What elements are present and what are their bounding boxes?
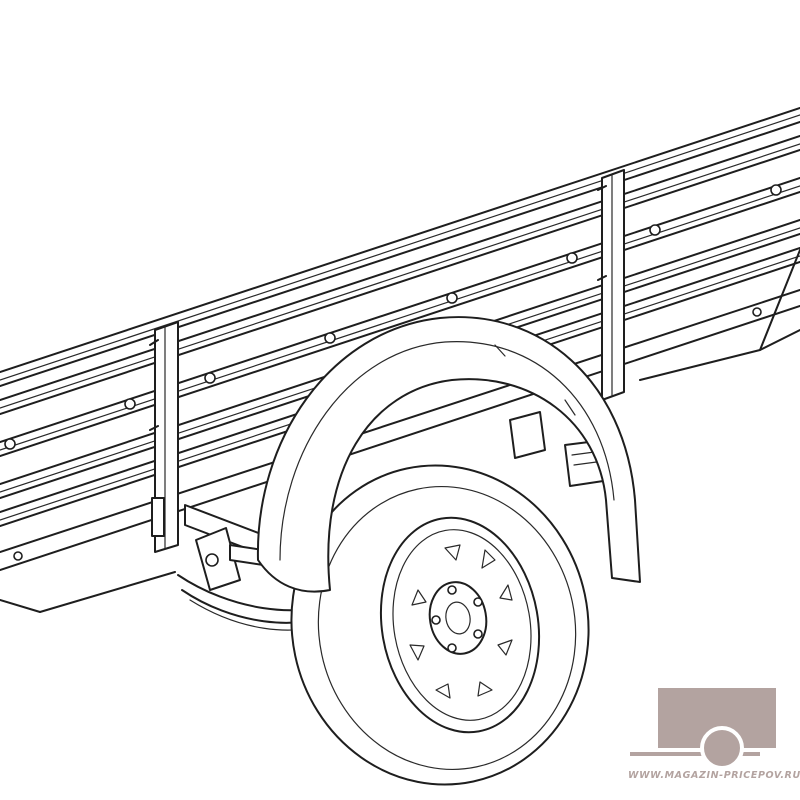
trailer-logo-icon bbox=[630, 688, 776, 770]
wheel bbox=[290, 464, 590, 786]
stake-left bbox=[149, 321, 179, 553]
rim-vent-holes bbox=[409, 544, 513, 699]
wheel-nuts bbox=[431, 585, 483, 653]
fender bbox=[256, 316, 641, 593]
watermark-text: WWW.MAGAZIN-PRICEPOV.RU bbox=[628, 770, 800, 781]
watermark: WWW.MAGAZIN-PRICEPOV.RU bbox=[628, 688, 800, 781]
board-bolts bbox=[4, 184, 782, 561]
stake-right bbox=[597, 169, 625, 401]
